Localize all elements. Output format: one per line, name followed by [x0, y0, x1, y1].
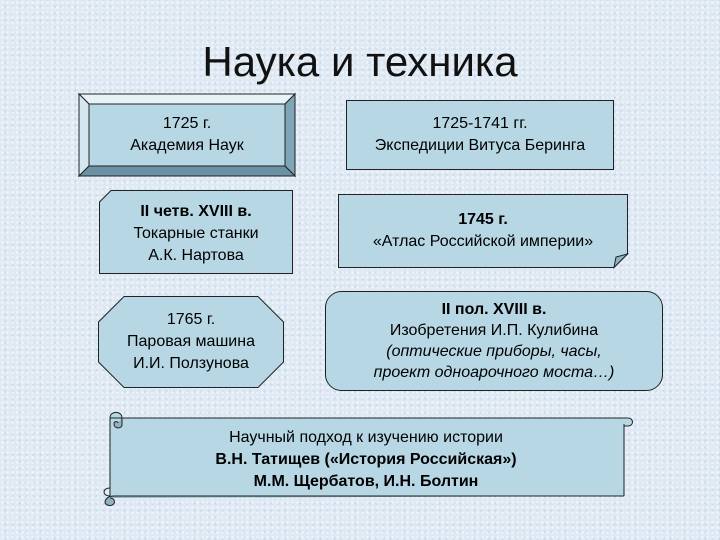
folded-shape: [338, 194, 630, 270]
scroll-shape: [103, 411, 633, 507]
nartov-line3: А.К. Нартова: [148, 247, 244, 264]
academy-year: 1725 г.: [162, 115, 212, 132]
kulibin-line2: Изобретения И.П. Кулибина: [389, 322, 599, 339]
tatishchev-scroll: Научный подход к изучению истории В.Н. Т…: [98, 410, 634, 507]
rounded-shape: [325, 291, 663, 391]
atlas-box: 1745 г. «Атлас Российской империи»: [338, 194, 630, 270]
atlas-text: «Атлас Российской империи»: [372, 233, 594, 250]
kulibin-line4: проект одноарочного моста…): [373, 364, 615, 381]
bering-box: 1725-1741 гг. Экспедиции Витуса Беринга: [346, 100, 614, 170]
tatishchev-line3: М.М. Щербатов, И.Н. Болтин: [253, 473, 479, 490]
polzunov-line3: И.И. Ползунова: [133, 355, 249, 372]
nartov-year: II четв. XVIII в.: [140, 203, 252, 220]
atlas-year: 1745 г.: [458, 211, 508, 228]
bevel-shape: [77, 92, 297, 178]
kulibin-year: II пол. XVIII в.: [441, 301, 547, 318]
snip-shape: [99, 190, 293, 274]
page-title: Наука и техника: [202, 38, 518, 85]
kulibin-box: II пол. XVIII в. Изобретения И.П. Кулиби…: [325, 291, 663, 391]
kulibin-line3: (оптические приборы, часы,: [386, 343, 602, 360]
nartov-box: II четв. XVIII в. Токарные станки А.К. Н…: [99, 190, 293, 274]
bering-text: Экспедиции Витуса Беринга: [374, 137, 586, 154]
tatishchev-line1: Научный подход к изучению истории: [229, 429, 503, 446]
rect-shape: [346, 100, 614, 170]
nartov-line2: Токарные станки: [133, 225, 259, 242]
academy-text: Академия Наук: [130, 137, 244, 154]
bering-year: 1725-1741 гг.: [432, 115, 528, 132]
tatishchev-line2: В.Н. Татищев («История Российская»): [215, 451, 517, 468]
polzunov-box: 1765 г. Паровая машина И.И. Ползунова: [98, 296, 284, 388]
polzunov-year: 1765 г.: [166, 311, 216, 328]
octagon-shape: [98, 296, 284, 388]
academy-box: 1725 г. Академия Наук: [77, 92, 297, 178]
polzunov-line2: Паровая машина: [127, 333, 255, 350]
